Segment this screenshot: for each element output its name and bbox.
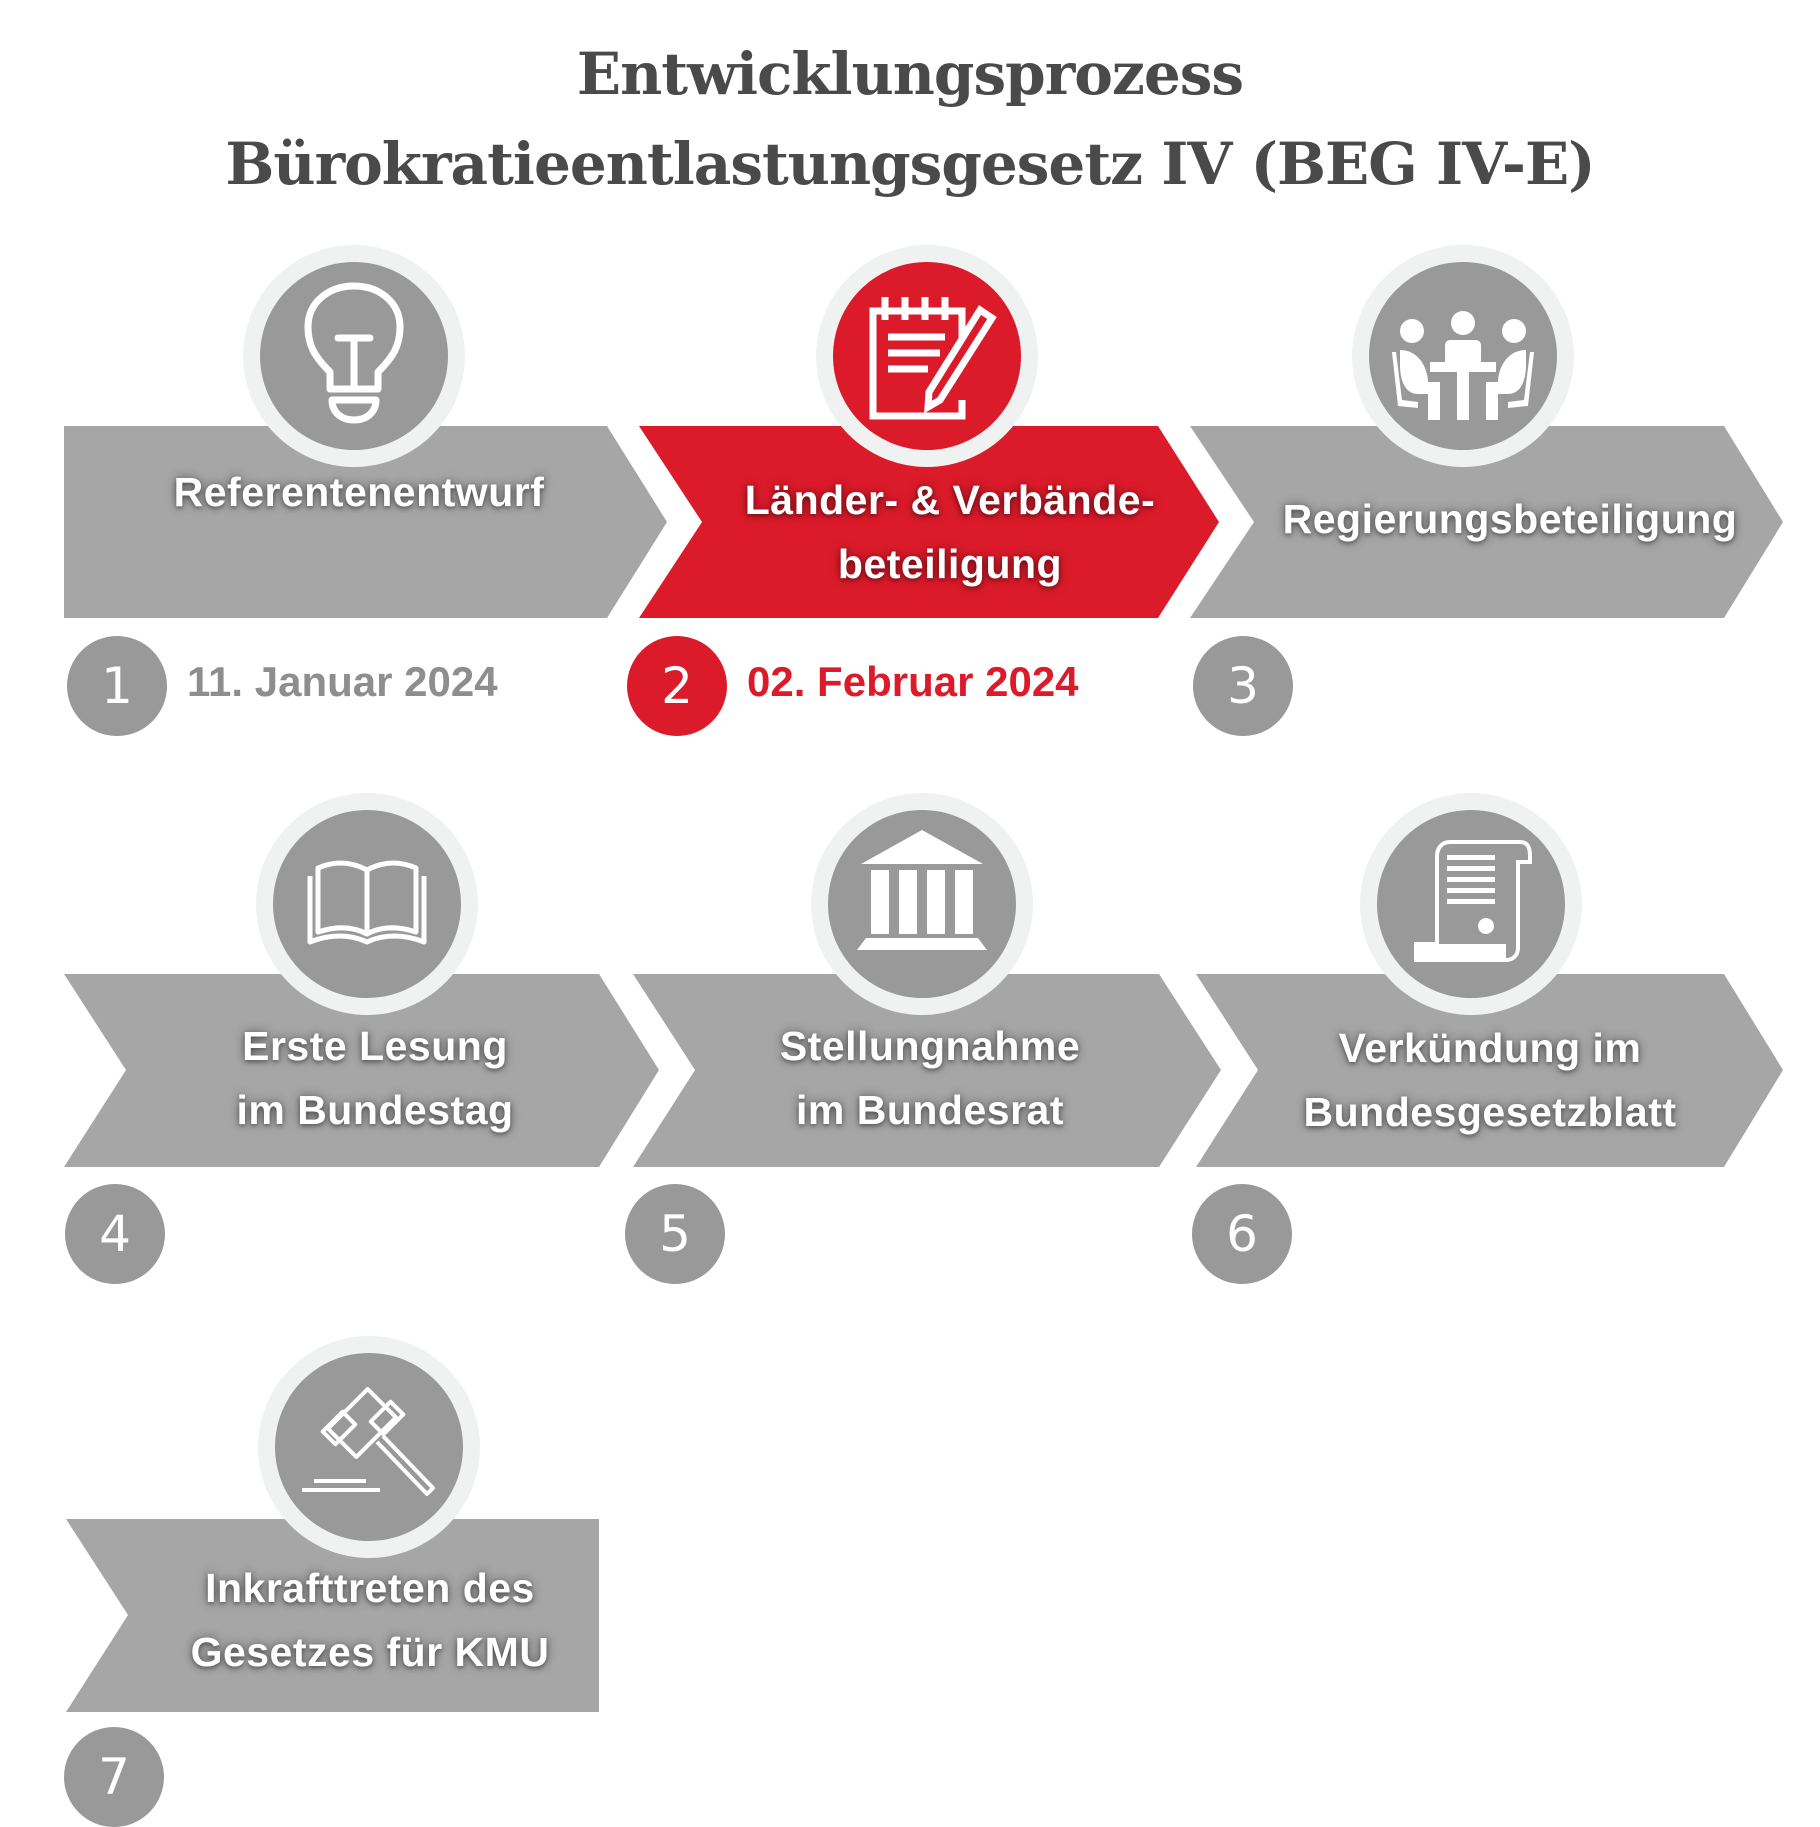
- step-4-arrow: [64, 974, 659, 1167]
- step-3-icon-circle: [1352, 245, 1574, 467]
- step-4-icon-circle: [256, 793, 478, 1015]
- step-6-number-badge: 6: [1192, 1184, 1292, 1284]
- page-title-line-2: Bürokratieentlastungsgesetz IV (BEG IV-E…: [225, 130, 1595, 198]
- parliament-building-icon: [857, 830, 987, 950]
- gavel-icon: [302, 1387, 435, 1496]
- step-6-arrow: [1196, 974, 1783, 1167]
- step-7-icon-circle: [258, 1336, 480, 1558]
- step-4-label-line-2: im Bundestag: [236, 1087, 514, 1133]
- step-1-number-badge: 1: [67, 636, 167, 736]
- step-5-label-line-2: im Bundesrat: [796, 1087, 1064, 1133]
- step-3-label: Regierungsbeteiligung: [1250, 487, 1770, 551]
- step-3-arrow: [1190, 426, 1783, 618]
- step-2-number-badge: 2: [627, 636, 727, 736]
- step-2-arrow: [639, 426, 1219, 618]
- lightbulb-icon: [304, 282, 404, 424]
- open-book-icon: [307, 860, 427, 945]
- step-5-number-badge: 5: [625, 1184, 725, 1284]
- notepad-pencil-icon: [869, 297, 997, 420]
- page-title-line-1: Entwicklungsprozess: [576, 40, 1244, 108]
- step-2-date: 02. Februar 2024: [747, 658, 1079, 705]
- step-6-icon-circle: [1360, 793, 1582, 1015]
- step-7-label-line-1: Inkrafttreten des: [205, 1565, 535, 1611]
- step-7-arrow: [66, 1519, 599, 1712]
- step-3-number-badge: 3: [1193, 636, 1293, 736]
- scroll-document-icon: [1414, 840, 1532, 962]
- step-1-icon-circle: [243, 245, 465, 467]
- step-6-label: Verkündung im Bundesgesetzblatt: [1230, 1016, 1750, 1144]
- step-2-icon-circle: [816, 245, 1038, 467]
- step-2-label-line-2: beteiligung: [837, 541, 1063, 587]
- step-1-date: 11. Januar 2024: [187, 658, 498, 705]
- step-6-label-line-2: Bundesgesetzblatt: [1303, 1089, 1677, 1135]
- step-5-icon-circle: [811, 793, 1033, 1015]
- step-1-arrow: [64, 426, 667, 618]
- step-4-label: Erste Lesung im Bundestag: [110, 1014, 640, 1142]
- step-7-label-line-2: Gesetzes für KMU: [190, 1629, 550, 1675]
- step-1-label: Referentenentwurf: [64, 460, 654, 524]
- step-4-number-badge: 4: [65, 1184, 165, 1284]
- step-5-label: Stellungnahme im Bundesrat: [670, 1014, 1190, 1142]
- step-4-label-line-1: Erste Lesung: [242, 1023, 508, 1069]
- step-7-number-badge: 7: [64, 1727, 164, 1827]
- step-1-label-line-1: Referentenentwurf: [173, 469, 545, 515]
- step-3-label-line-1: Regierungsbeteiligung: [1282, 496, 1738, 542]
- step-5-label-line-1: Stellungnahme: [779, 1023, 1081, 1069]
- step-2-label-line-1: Länder- & Verbände-: [744, 477, 1156, 523]
- step-6-label-line-1: Verkündung im: [1338, 1025, 1642, 1071]
- meeting-table-icon: [1392, 311, 1534, 420]
- step-2-label: Länder- & Verbände- beteiligung: [690, 468, 1210, 596]
- step-5-arrow: [633, 974, 1221, 1167]
- step-7-label: Inkrafttreten des Gesetzes für KMU: [110, 1556, 630, 1684]
